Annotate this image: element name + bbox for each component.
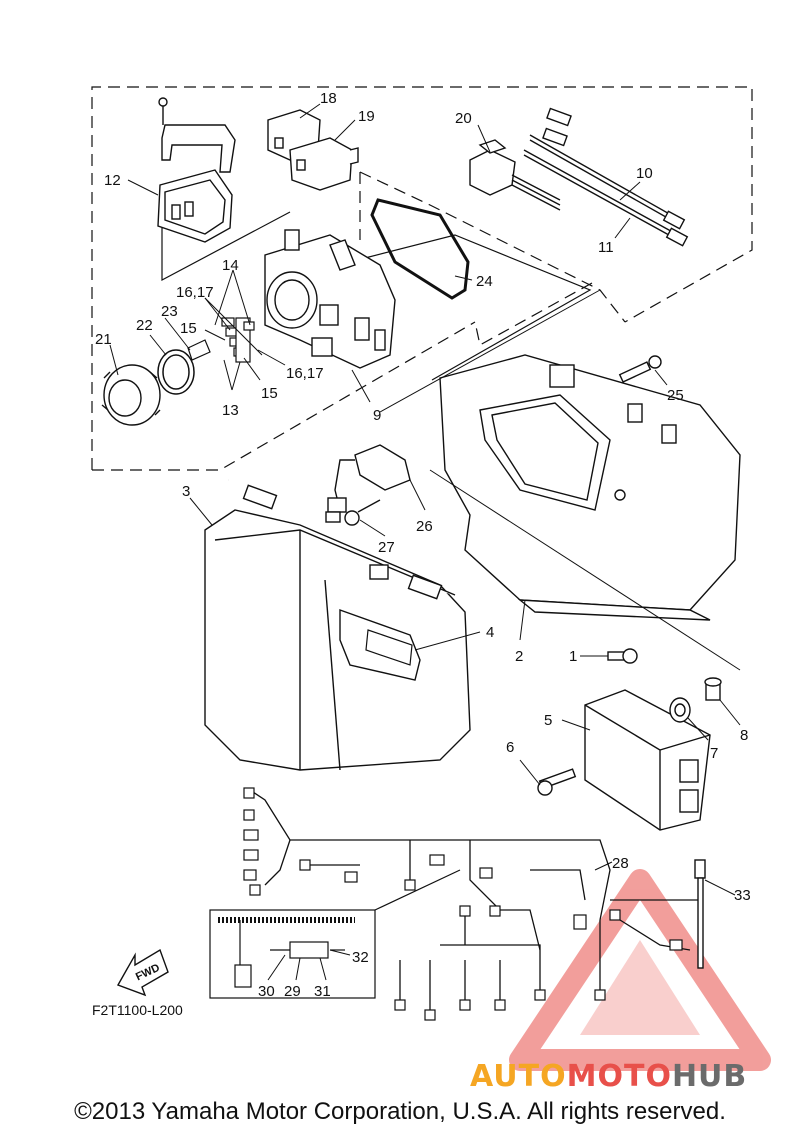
callout-6: 6 bbox=[506, 739, 514, 756]
watermark-logo bbox=[509, 869, 771, 1071]
callout-31: 31 bbox=[314, 983, 331, 1000]
watermark-part3: HUB bbox=[672, 1059, 747, 1094]
callout-20: 20 bbox=[455, 110, 472, 127]
part-20-sensor bbox=[469, 139, 561, 211]
callout-21: 21 bbox=[95, 331, 112, 348]
callout-11: 11 bbox=[598, 239, 614, 256]
callout-18: 18 bbox=[320, 90, 337, 107]
part-13-17-fuse-clips bbox=[221, 317, 255, 363]
part-12-switch-box bbox=[157, 97, 236, 243]
part-2-electrical-tray bbox=[439, 354, 741, 621]
part-5-ecu bbox=[584, 689, 711, 831]
callout-1: 1 bbox=[569, 648, 577, 665]
callout-29: 29 bbox=[284, 983, 301, 1000]
watermark-text: AUTOMOTOHUB bbox=[470, 1059, 747, 1094]
callout-32: 32 bbox=[352, 949, 369, 966]
callout-25: 25 bbox=[667, 387, 684, 404]
callout-5: 5 bbox=[544, 712, 552, 729]
callout-12: 12 bbox=[104, 172, 121, 189]
callout-28: 28 bbox=[612, 855, 629, 872]
callout-4: 4 bbox=[486, 624, 494, 641]
callout-16-17a: 16,17 bbox=[176, 284, 214, 301]
callout-13: 13 bbox=[222, 402, 239, 419]
part-6-bolt bbox=[537, 768, 577, 796]
part-22-o-ring bbox=[157, 349, 195, 395]
fwd-arrow-icon bbox=[116, 948, 169, 997]
part-28-connectors bbox=[243, 787, 683, 1021]
callout-15a: 15 bbox=[180, 320, 197, 337]
part-10-11-hoses bbox=[523, 107, 689, 247]
part-33-cable-tie bbox=[694, 859, 706, 969]
part-1-bolt bbox=[607, 648, 638, 664]
part-4-label-plate bbox=[365, 629, 413, 666]
leader-lines bbox=[109, 103, 741, 981]
callout-labels: 1 2 3 4 5 6 7 8 9 10 11 12 13 14 15 15 1… bbox=[95, 90, 751, 1000]
part-18-19-relays bbox=[267, 109, 359, 191]
callout-19: 19 bbox=[358, 108, 375, 125]
throttle-group-frame bbox=[161, 211, 592, 381]
part-9-throttle-body bbox=[264, 229, 396, 369]
callout-8: 8 bbox=[740, 727, 748, 744]
callout-22: 22 bbox=[136, 317, 153, 334]
callout-7: 7 bbox=[710, 745, 718, 762]
part-27-screw bbox=[344, 499, 381, 526]
inset-detail-box bbox=[209, 869, 461, 999]
callout-10: 10 bbox=[636, 165, 653, 182]
callout-16-17b: 16,17 bbox=[286, 365, 324, 382]
callout-23: 23 bbox=[161, 303, 178, 320]
callout-33: 33 bbox=[734, 887, 751, 904]
callout-26: 26 bbox=[416, 518, 433, 535]
part-26-sensor bbox=[325, 444, 411, 523]
part-23-connector bbox=[187, 339, 211, 361]
callout-15b: 15 bbox=[261, 385, 278, 402]
copyright-notice: ©2013 Yamaha Motor Corporation, U.S.A. A… bbox=[74, 1098, 726, 1125]
part-25-bolt bbox=[618, 355, 662, 383]
diagram-code: F2T1100-L200 bbox=[92, 1002, 183, 1018]
watermark-part2: MOTO bbox=[567, 1059, 672, 1094]
callout-9: 9 bbox=[373, 407, 381, 424]
callout-14: 14 bbox=[222, 257, 239, 274]
part-7-8-grommet-collar bbox=[669, 677, 722, 723]
callout-27: 27 bbox=[378, 539, 395, 556]
callout-30: 30 bbox=[258, 983, 275, 1000]
callout-24: 24 bbox=[476, 273, 493, 290]
watermark-part1: AUTO bbox=[470, 1059, 567, 1094]
dashed-group-boundaries bbox=[91, 86, 753, 471]
part-21-cap bbox=[101, 364, 161, 426]
part-24-gasket bbox=[370, 198, 470, 300]
callout-2: 2 bbox=[515, 648, 523, 665]
callout-3: 3 bbox=[182, 483, 190, 500]
